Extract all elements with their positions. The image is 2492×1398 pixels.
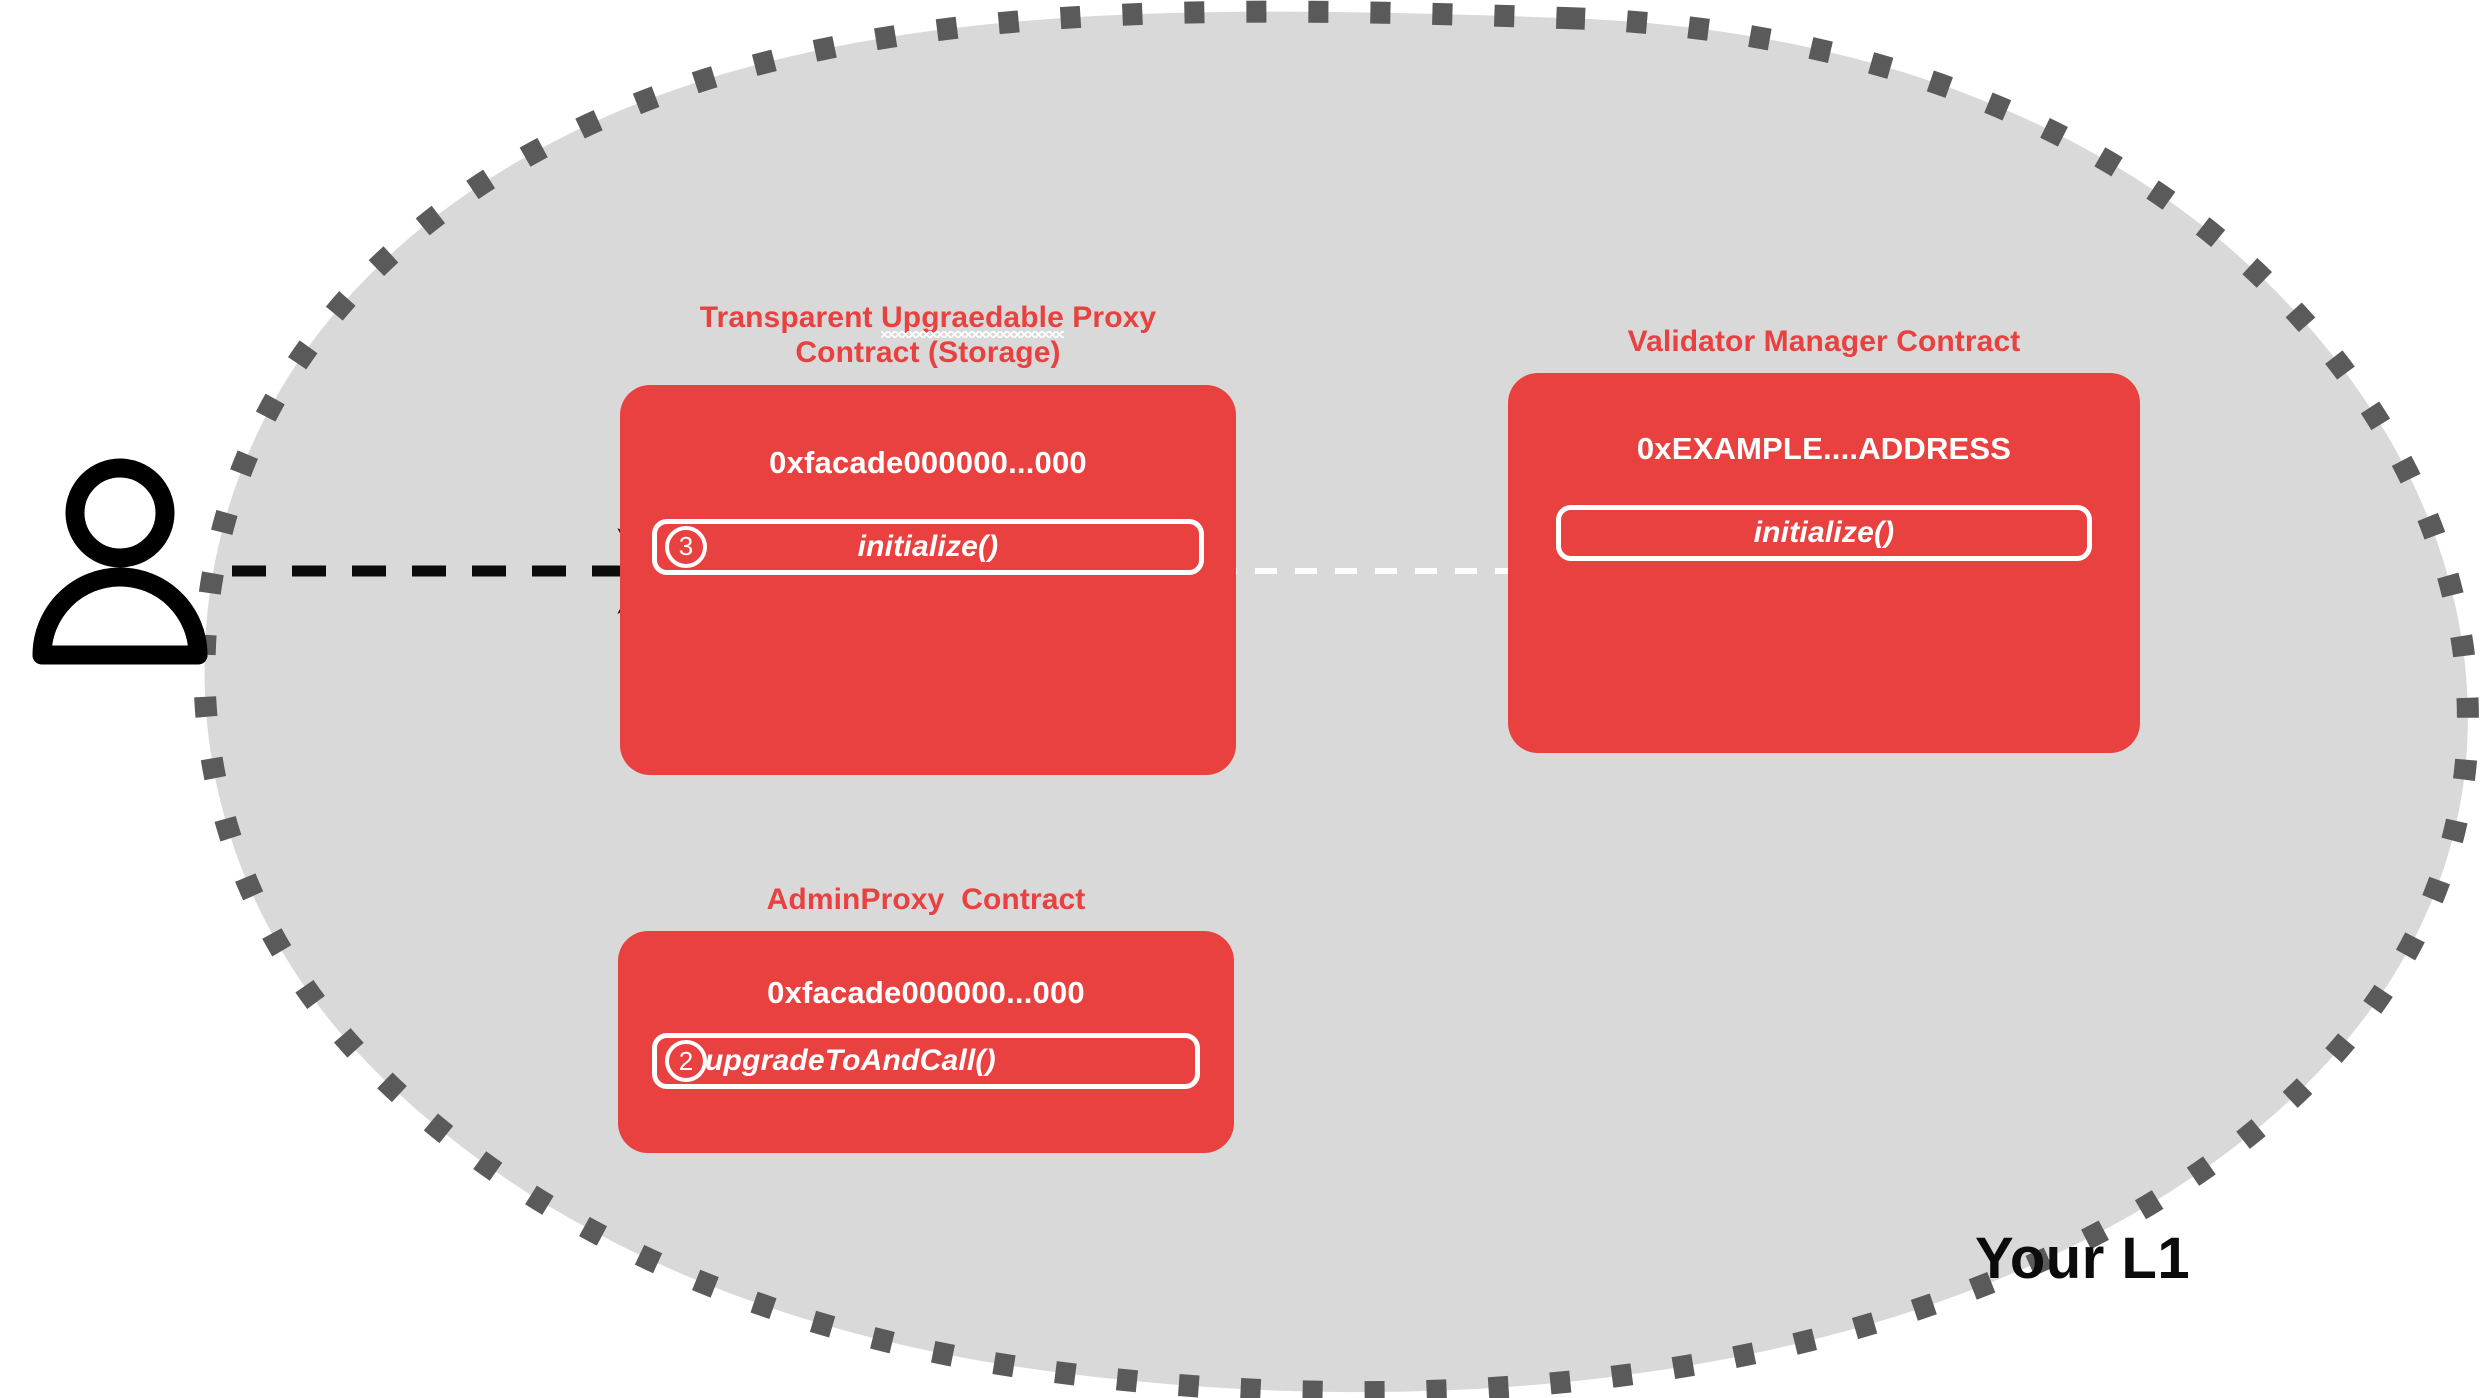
step-badge-2: 2 xyxy=(665,1040,707,1083)
contract-title-admin-proxy: AdminProxy Contract xyxy=(766,883,1086,916)
contract-admin-proxy[interactable]: AdminProxy Contract 0xfacade000000...000… xyxy=(618,882,1234,1154)
contract-address-transparent-upgradeable-proxy: 0xfacade000000...000 xyxy=(769,444,1087,480)
method-label-initialize: initialize() xyxy=(857,529,999,563)
network-label-your-l1: Your L1 xyxy=(1975,1226,2191,1291)
contract-title-validator-manager: Validator Manager Contract xyxy=(1627,325,2021,358)
contract-title-suffix: Proxy xyxy=(1063,301,1157,334)
spellcheck-misspelled-word: Upgraedable xyxy=(881,301,1064,339)
method-pill-upgrade-to-and-call[interactable]: 2 upgradeToAndCall() xyxy=(652,1033,1200,1090)
contract-address-validator-manager: 0xEXAMPLE....ADDRESS xyxy=(1636,431,2012,467)
contract-box-transparent-upgradeable-proxy[interactable]: 0xfacade000000...000 3 initialize() xyxy=(620,384,1236,775)
method-label-upgrade-to-and-call: upgradeToAndCall() xyxy=(705,1044,996,1078)
contract-title-line2: Contract (Storage) xyxy=(795,336,1061,370)
contract-validator-manager[interactable]: Validator Manager Contract 0xEXAMPLE....… xyxy=(1508,324,2140,754)
contract-box-admin-proxy[interactable]: 0xfacade000000...000 2 upgradeToAndCall(… xyxy=(618,931,1234,1154)
contract-title-prefix: Transparent xyxy=(699,301,882,334)
method-pill-initialize-proxy[interactable]: 3 initialize() xyxy=(652,518,1204,575)
step-badge-3: 3 xyxy=(665,525,707,568)
method-pill-initialize-validator-manager[interactable]: initialize() xyxy=(1556,505,2092,562)
method-label-initialize-vm: initialize() xyxy=(1753,516,1895,550)
contract-address-admin-proxy: 0xfacade000000...000 xyxy=(767,975,1085,1011)
contract-box-validator-manager[interactable]: 0xEXAMPLE....ADDRESS initialize() xyxy=(1508,373,2140,754)
user-icon xyxy=(32,458,208,665)
